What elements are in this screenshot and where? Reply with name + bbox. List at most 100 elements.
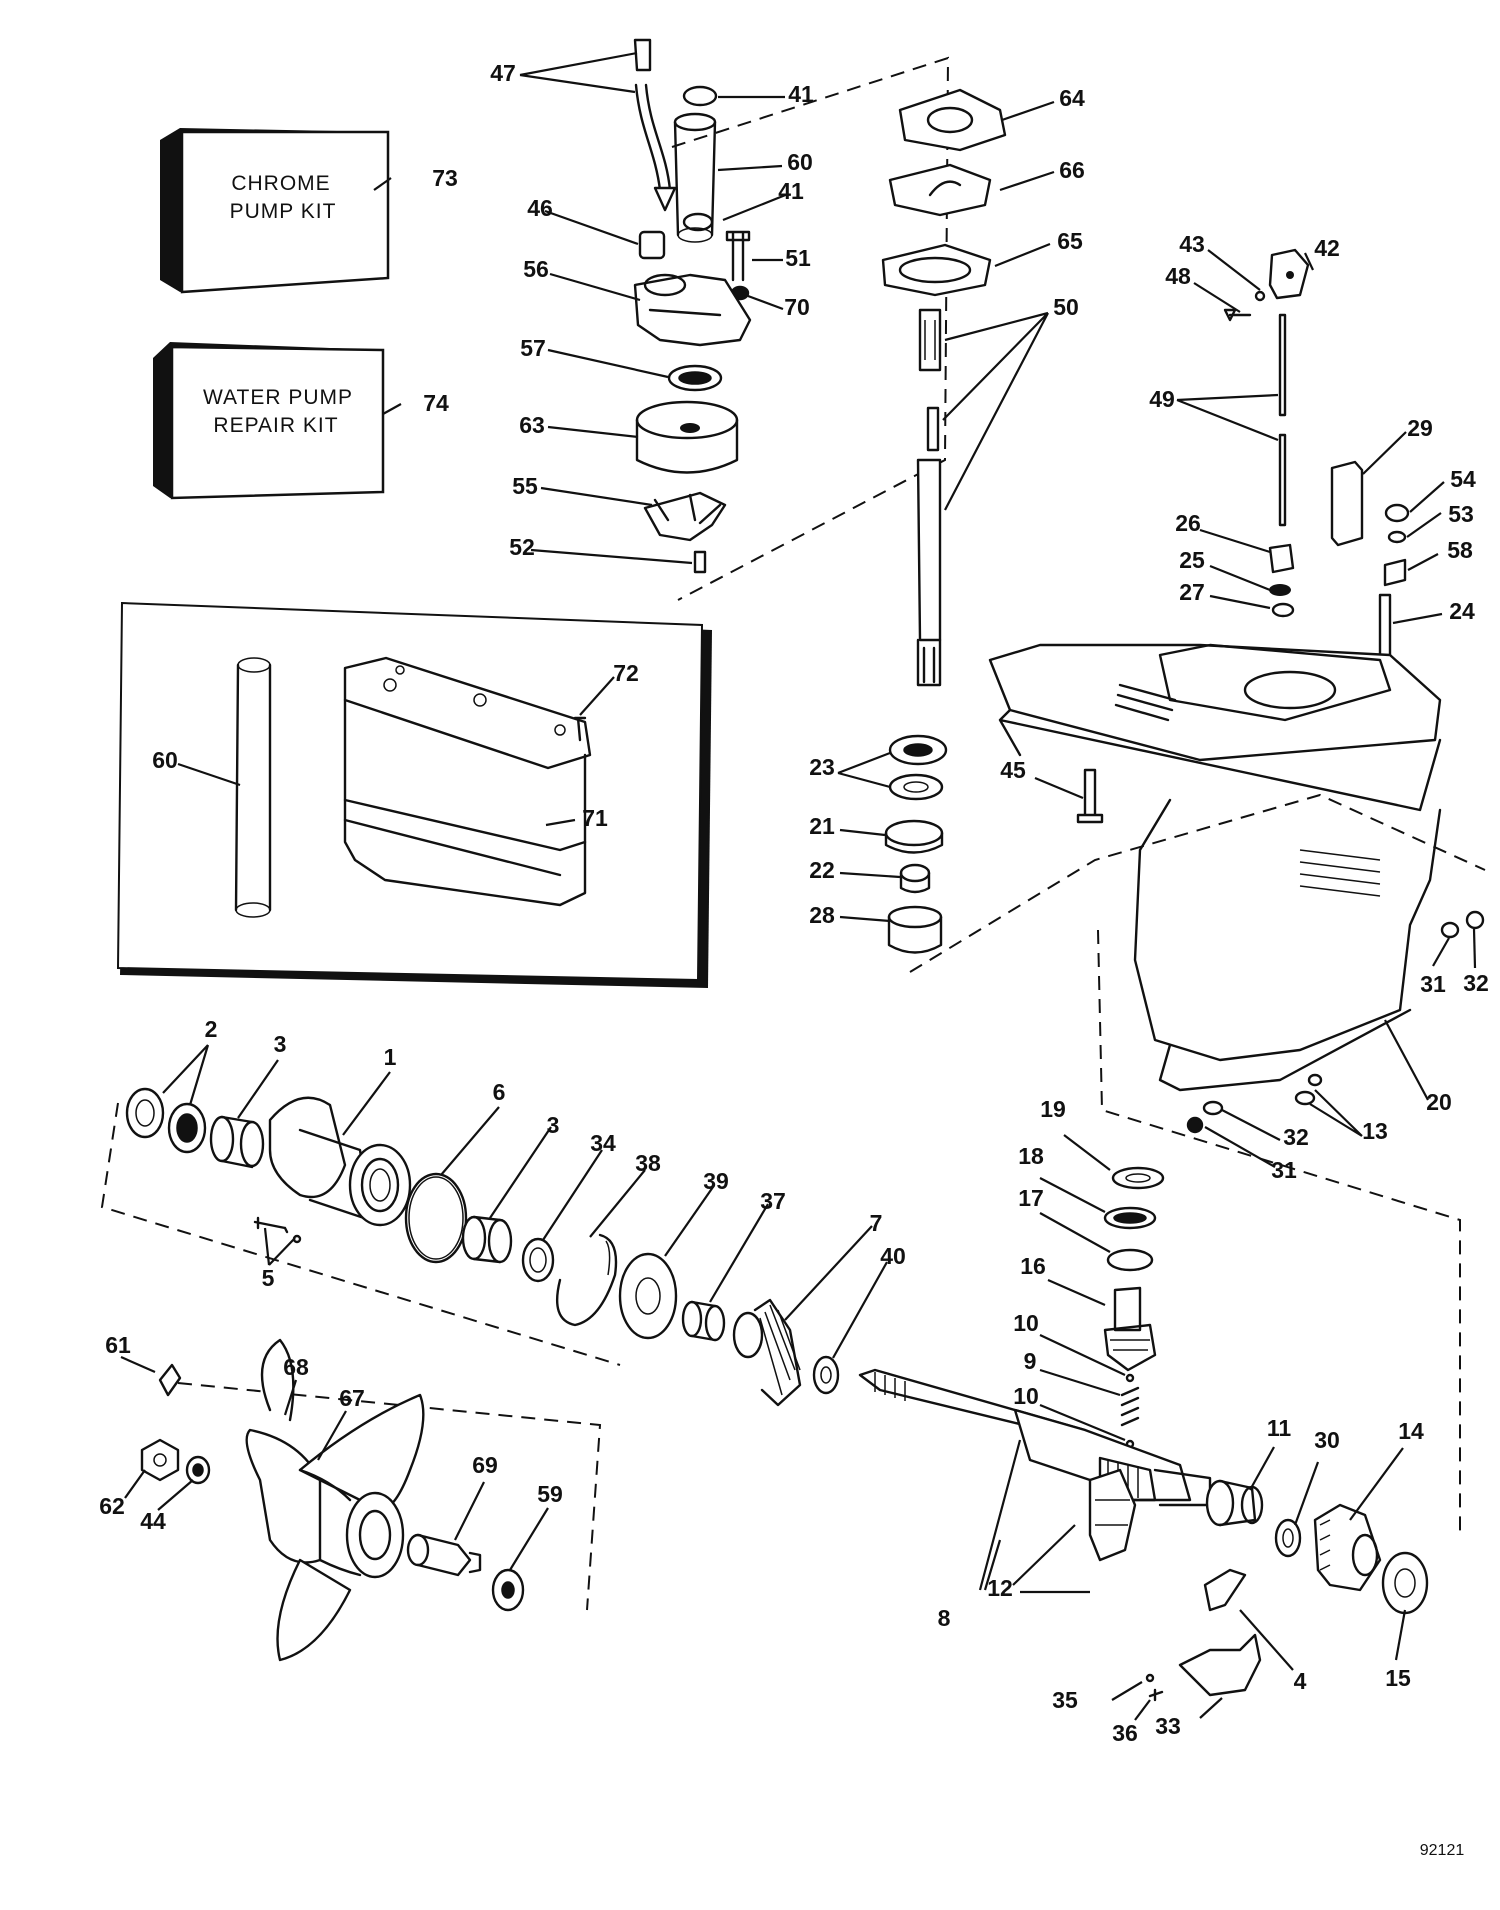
callout-71: 71 [582, 805, 608, 831]
callout-67: 67 [339, 1385, 365, 1411]
callout-5: 5 [262, 1265, 275, 1291]
callout-20: 20 [1426, 1089, 1452, 1115]
callout-51: 51 [785, 245, 811, 271]
callout-43: 43 [1179, 231, 1205, 257]
callout-42: 42 [1314, 235, 1340, 261]
gearcase-outline-2 [1097, 929, 1461, 1535]
callout-52: 52 [509, 534, 535, 560]
callout-41a: 41 [788, 81, 814, 107]
callout-33: 33 [1155, 1713, 1181, 1739]
callout-69: 69 [472, 1452, 498, 1478]
callout-14: 14 [1398, 1418, 1424, 1444]
callout-24: 24 [1449, 598, 1475, 624]
callout-30: 30 [1314, 1427, 1340, 1453]
callout-16: 16 [1020, 1253, 1046, 1279]
callout-11: 11 [1267, 1415, 1292, 1441]
callout-56: 56 [523, 256, 549, 282]
callout-62: 62 [99, 1493, 125, 1519]
callout-60a: 60 [787, 149, 813, 175]
callout-63: 63 [519, 412, 545, 438]
callout-3b: 3 [547, 1112, 560, 1138]
water-pump-kit-line2: REPAIR KIT [213, 414, 338, 437]
callout-65: 65 [1057, 228, 1083, 254]
callout-70: 70 [784, 294, 810, 320]
callout-55: 55 [512, 473, 538, 499]
callout-66: 66 [1059, 157, 1085, 183]
callout-26: 26 [1175, 510, 1201, 536]
callout-73: 73 [432, 165, 458, 191]
callout-29: 29 [1407, 415, 1433, 441]
callout-61: 61 [105, 1332, 131, 1358]
callout-74: 74 [423, 390, 449, 416]
gearcase-housing [988, 643, 1485, 1134]
exhaust-housing-inset [116, 601, 712, 988]
callout-49: 49 [1149, 386, 1175, 412]
callout-3a: 3 [274, 1031, 287, 1057]
water-pump-kit-line1: WATER PUMP [203, 386, 353, 409]
callout-47: 47 [490, 60, 516, 86]
callout-17: 17 [1018, 1185, 1044, 1211]
propeller-shaft-parts [858, 1368, 1429, 1702]
callout-23: 23 [809, 754, 835, 780]
callout-1: 1 [384, 1044, 397, 1070]
callout-35: 35 [1052, 1687, 1078, 1713]
callout-7: 7 [870, 1210, 883, 1236]
callout-46: 46 [527, 195, 553, 221]
callout-48: 48 [1165, 263, 1191, 289]
callout-41b: 41 [778, 178, 804, 204]
bearing-carrier-parts [100, 1087, 840, 1407]
callout-31a: 31 [1420, 971, 1446, 997]
callout-54: 54 [1450, 466, 1476, 492]
callout-9: 9 [1024, 1348, 1037, 1374]
callout-37: 37 [760, 1188, 786, 1214]
chrome-pump-kit-line2: PUMP KIT [230, 200, 337, 223]
callout-39: 39 [703, 1168, 729, 1194]
chrome-pump-kit-box: CHROME PUMP KIT [160, 128, 390, 294]
callout-44: 44 [140, 1508, 166, 1534]
shift-parts [1223, 248, 1410, 667]
propeller-parts [140, 1338, 602, 1662]
callout-34: 34 [590, 1130, 616, 1156]
callout-28: 28 [809, 902, 835, 928]
callout-22: 22 [809, 857, 835, 883]
callout-45: 45 [1000, 757, 1026, 783]
callout-72: 72 [613, 660, 639, 686]
callout-68: 68 [283, 1354, 309, 1380]
callout-58: 58 [1447, 537, 1473, 563]
callout-36: 36 [1112, 1720, 1138, 1746]
callout-32a: 32 [1463, 970, 1489, 996]
callout-13: 13 [1362, 1118, 1388, 1144]
callout-38: 38 [635, 1150, 661, 1176]
callout-8: 8 [938, 1605, 951, 1631]
callout-15: 15 [1385, 1665, 1411, 1691]
chrome-pump-kit-line1: CHROME [231, 172, 330, 195]
callout-numbers: 47 41 60 41 46 51 70 56 57 63 55 52 73 7… [99, 60, 1489, 1746]
callout-57: 57 [520, 335, 546, 361]
water-pump-parts [633, 38, 752, 574]
callout-40: 40 [880, 1243, 906, 1269]
callout-21: 21 [809, 813, 835, 839]
callout-50: 50 [1053, 294, 1079, 320]
pinion-parts [1103, 1166, 1165, 1449]
callout-25: 25 [1179, 547, 1205, 573]
leader-lines [120, 51, 1477, 1721]
callout-4: 4 [1294, 1668, 1307, 1694]
gearcase-outline-1 [909, 793, 1486, 973]
callout-60b: 60 [152, 747, 178, 773]
callout-32b: 32 [1283, 1124, 1309, 1150]
callout-31b: 31 [1271, 1157, 1297, 1183]
callout-10b: 10 [1013, 1383, 1039, 1409]
callout-59: 59 [537, 1481, 563, 1507]
callout-27: 27 [1179, 579, 1205, 605]
callout-18: 18 [1018, 1143, 1044, 1169]
callout-19: 19 [1040, 1096, 1066, 1122]
callout-64: 64 [1059, 85, 1085, 111]
callout-2: 2 [205, 1016, 218, 1042]
callout-6: 6 [493, 1079, 506, 1105]
driveshaft-parts [881, 88, 1007, 954]
water-pump-repair-kit-box: WATER PUMP REPAIR KIT [153, 342, 385, 500]
figure-code: 92121 [1420, 1842, 1465, 1859]
callout-10a: 10 [1013, 1310, 1039, 1336]
callout-53: 53 [1448, 501, 1474, 527]
